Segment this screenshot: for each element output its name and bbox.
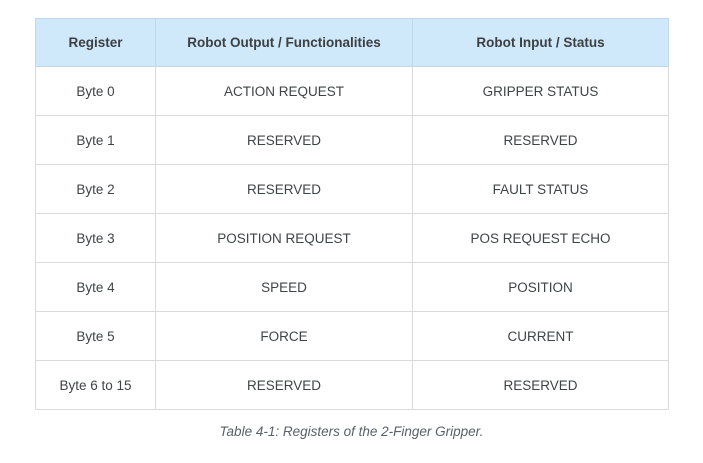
- cell-robot-output: POSITION REQUEST: [155, 213, 413, 263]
- cell-robot-output: RESERVED: [155, 115, 413, 165]
- cell-robot-input: CURRENT: [412, 311, 669, 361]
- table-header-row: Register Robot Output / Functionalities …: [35, 18, 669, 67]
- cell-robot-output: RESERVED: [155, 164, 413, 214]
- cell-robot-input: FAULT STATUS: [412, 164, 669, 214]
- table-row: Byte 2 RESERVED FAULT STATUS: [35, 164, 669, 214]
- cell-register: Byte 4: [35, 262, 156, 312]
- registers-table-container: Register Robot Output / Functionalities …: [35, 18, 669, 410]
- table-row: Byte 1 RESERVED RESERVED: [35, 115, 669, 165]
- column-header-robot-input: Robot Input / Status: [412, 18, 669, 67]
- cell-register: Byte 3: [35, 213, 156, 263]
- cell-register: Byte 2: [35, 164, 156, 214]
- cell-robot-input: POS REQUEST ECHO: [412, 213, 669, 263]
- table-header: Register Robot Output / Functionalities …: [35, 18, 669, 67]
- table-row: Byte 0 ACTION REQUEST GRIPPER STATUS: [35, 66, 669, 116]
- registers-table: Register Robot Output / Functionalities …: [35, 18, 669, 410]
- cell-robot-output: FORCE: [155, 311, 413, 361]
- cell-register: Byte 0: [35, 66, 156, 116]
- cell-robot-output: RESERVED: [155, 360, 413, 410]
- table-caption: Table 4-1: Registers of the 2-Finger Gri…: [219, 424, 484, 439]
- cell-robot-input: RESERVED: [412, 360, 669, 410]
- cell-robot-input: GRIPPER STATUS: [412, 66, 669, 116]
- table-row: Byte 5 FORCE CURRENT: [35, 311, 669, 361]
- cell-robot-output: SPEED: [155, 262, 413, 312]
- cell-robot-input: POSITION: [412, 262, 669, 312]
- table-body: Byte 0 ACTION REQUEST GRIPPER STATUS Byt…: [35, 66, 669, 410]
- cell-register: Byte 5: [35, 311, 156, 361]
- cell-register: Byte 6 to 15: [35, 360, 156, 410]
- cell-register: Byte 1: [35, 115, 156, 165]
- table-row: Byte 3 POSITION REQUEST POS REQUEST ECHO: [35, 213, 669, 263]
- cell-robot-output: ACTION REQUEST: [155, 66, 413, 116]
- table-row: Byte 4 SPEED POSITION: [35, 262, 669, 312]
- table-row: Byte 6 to 15 RESERVED RESERVED: [35, 360, 669, 410]
- cell-robot-input: RESERVED: [412, 115, 669, 165]
- column-header-robot-output: Robot Output / Functionalities: [155, 18, 413, 67]
- column-header-register: Register: [35, 18, 156, 67]
